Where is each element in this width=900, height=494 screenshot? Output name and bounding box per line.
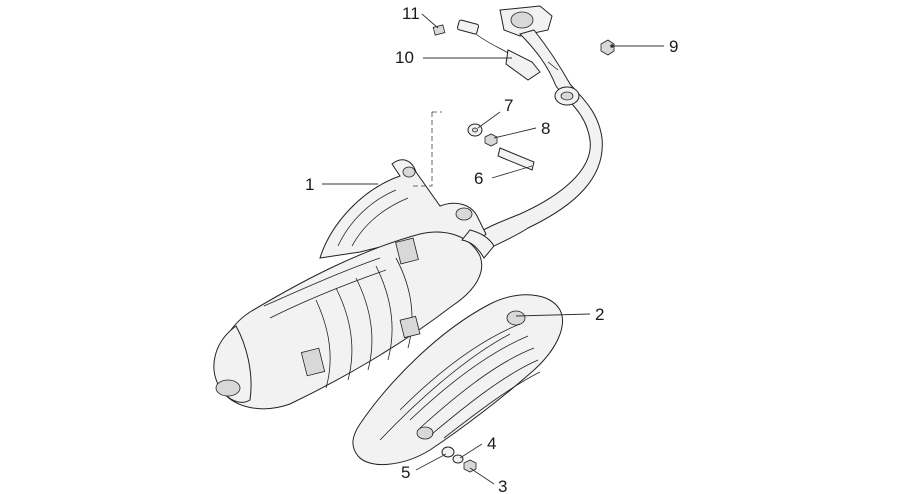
callout-4: 4 — [487, 434, 496, 453]
callout-10: 10 — [395, 48, 414, 67]
callout-3: 3 — [498, 477, 507, 494]
mount-guide-line — [410, 112, 433, 187]
callout-7: 7 — [504, 96, 513, 115]
callout-6: 6 — [474, 169, 483, 188]
exhaust-pipe — [479, 5, 603, 249]
heat-shield — [352, 294, 563, 466]
callout-5: 5 — [401, 463, 410, 482]
callout-11: 11 — [402, 4, 420, 23]
callout-8: 8 — [541, 119, 550, 138]
muffler-body — [213, 159, 495, 410]
callout-2: 2 — [595, 305, 604, 324]
callouts: 11 10 9 7 8 6 1 2 4 5 3 — [305, 4, 678, 494]
callout-1: 1 — [305, 175, 314, 194]
callout-9: 9 — [669, 37, 678, 56]
small-hardware — [432, 19, 615, 473]
